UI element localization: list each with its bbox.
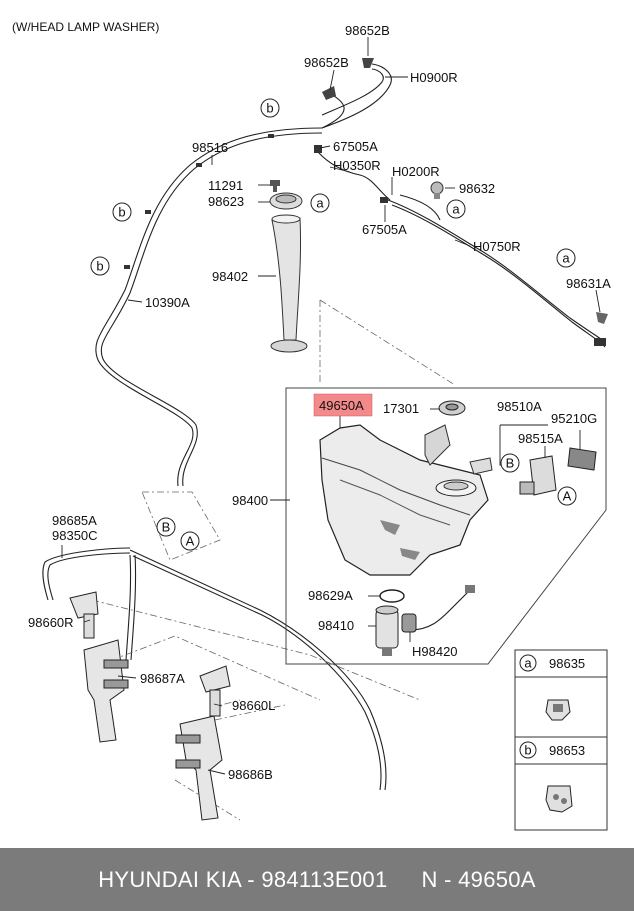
label-98402: 98402 bbox=[212, 269, 248, 284]
label-98629A: 98629A bbox=[308, 588, 353, 603]
circle-markers: b b b a a a B A B A bbox=[90, 98, 577, 551]
nozzle-98660R bbox=[69, 591, 99, 639]
marker-a-mid: a bbox=[310, 193, 330, 213]
label-67505A-top: 67505A bbox=[333, 139, 378, 154]
pump-98510A bbox=[519, 447, 597, 496]
svg-text:b: b bbox=[96, 259, 103, 274]
svg-text:A: A bbox=[563, 489, 572, 504]
parts-diagram: (W/HEAD LAMP WASHER) bbox=[12, 20, 611, 831]
cap-98632 bbox=[430, 181, 444, 199]
label-95210G: 95210G bbox=[551, 411, 597, 426]
hose-clips bbox=[124, 134, 606, 346]
label-98623: 98623 bbox=[208, 194, 244, 209]
label-98515A: 98515A bbox=[518, 431, 563, 446]
grommet-17301 bbox=[438, 400, 466, 416]
legend-marker-b: b bbox=[519, 741, 537, 759]
footer-bar: HYUNDAI KIA - 984113E001 N - 49650A bbox=[0, 848, 634, 911]
legend-code-98653: 98653 bbox=[549, 743, 585, 758]
marker-b-top: b bbox=[260, 98, 280, 118]
marker-A-pump: A bbox=[557, 486, 577, 506]
part-labels: 98652B 98652B H0900R 98516 67505A H0350R… bbox=[28, 23, 611, 782]
svg-text:b: b bbox=[118, 205, 125, 220]
clamp-98629A bbox=[379, 589, 405, 603]
svg-text:a: a bbox=[524, 656, 532, 671]
label-98516: 98516 bbox=[192, 140, 228, 155]
label-98687A: 98687A bbox=[140, 671, 185, 686]
footer-number: N - 49650A bbox=[421, 866, 536, 892]
label-98410: 98410 bbox=[318, 618, 354, 633]
legend-marker-a: a bbox=[519, 654, 537, 672]
label-98400: 98400 bbox=[232, 493, 268, 508]
label-98685A: 98685A bbox=[52, 513, 97, 528]
svg-text:a: a bbox=[316, 196, 324, 211]
clip-98652B bbox=[322, 86, 336, 100]
legend-table: a 98635 b 98653 bbox=[514, 649, 608, 831]
svg-text:b: b bbox=[266, 101, 273, 116]
label-17301: 17301 bbox=[383, 401, 419, 416]
label-98510A: 98510A bbox=[497, 399, 542, 414]
label-98652B: 98652B bbox=[304, 55, 349, 70]
header-note: (W/HEAD LAMP WASHER) bbox=[12, 20, 159, 34]
hose-H0750R bbox=[317, 151, 606, 348]
reference-lines bbox=[91, 299, 456, 821]
marker-a-far: a bbox=[556, 248, 576, 268]
label-98350C: 98350C bbox=[52, 528, 98, 543]
marker-b-left2: b bbox=[90, 256, 110, 276]
svg-text:a: a bbox=[452, 202, 460, 217]
hose-H0200R bbox=[399, 194, 441, 221]
label-67505A: 67505A bbox=[362, 222, 407, 237]
label-98660R: 98660R bbox=[28, 615, 74, 630]
marker-b-left: b bbox=[112, 202, 132, 222]
label-H0750R: H0750R bbox=[473, 239, 521, 254]
hose-10390A bbox=[95, 127, 323, 487]
label-98660L: 98660L bbox=[232, 698, 275, 713]
svg-text:A: A bbox=[186, 534, 195, 549]
svg-text:B: B bbox=[506, 456, 515, 471]
clip-98631A bbox=[596, 312, 608, 324]
footer-brand-part: HYUNDAI KIA - 984113E001 bbox=[98, 866, 388, 892]
label-49650A: 49650A bbox=[319, 398, 364, 413]
legend-code-98635: 98635 bbox=[549, 656, 585, 671]
label-H0900R: H0900R bbox=[410, 70, 458, 85]
actuator-98687A bbox=[83, 639, 129, 743]
marker-B-pump: B bbox=[500, 453, 520, 473]
seal-98623 bbox=[269, 192, 303, 210]
svg-text:B: B bbox=[162, 520, 171, 535]
clip-98635-icon bbox=[545, 699, 571, 721]
nozzle-98660L bbox=[199, 665, 231, 717]
label-H98420: H98420 bbox=[412, 644, 458, 659]
bolt-11291 bbox=[270, 180, 280, 192]
svg-text:a: a bbox=[562, 251, 570, 266]
reservoir-box bbox=[285, 387, 607, 665]
highlight-49650A bbox=[313, 393, 373, 417]
label-H0200R: H0200R bbox=[392, 164, 440, 179]
reservoir-tank bbox=[319, 424, 493, 576]
label-11291: 11291 bbox=[208, 178, 243, 193]
marker-a-right: a bbox=[446, 199, 466, 219]
clip-98652B-top bbox=[362, 58, 374, 68]
label-10390A: 10390A bbox=[145, 295, 190, 310]
marker-B-hose: B bbox=[156, 517, 176, 537]
harness-H98420 bbox=[401, 585, 475, 633]
label-98632: 98632 bbox=[459, 181, 495, 196]
label-98686B: 98686B bbox=[228, 767, 273, 782]
label-98631A: 98631A bbox=[566, 276, 611, 291]
marker-A-hose: A bbox=[180, 531, 200, 551]
label-H0350R: H0350R bbox=[333, 158, 381, 173]
actuator-98686B bbox=[175, 715, 223, 821]
clip-98653-icon bbox=[545, 785, 573, 813]
filler-neck-98402 bbox=[270, 214, 308, 353]
motor-98410 bbox=[375, 605, 399, 656]
label-98652B-top: 98652B bbox=[345, 23, 390, 38]
svg-text:b: b bbox=[524, 743, 531, 758]
